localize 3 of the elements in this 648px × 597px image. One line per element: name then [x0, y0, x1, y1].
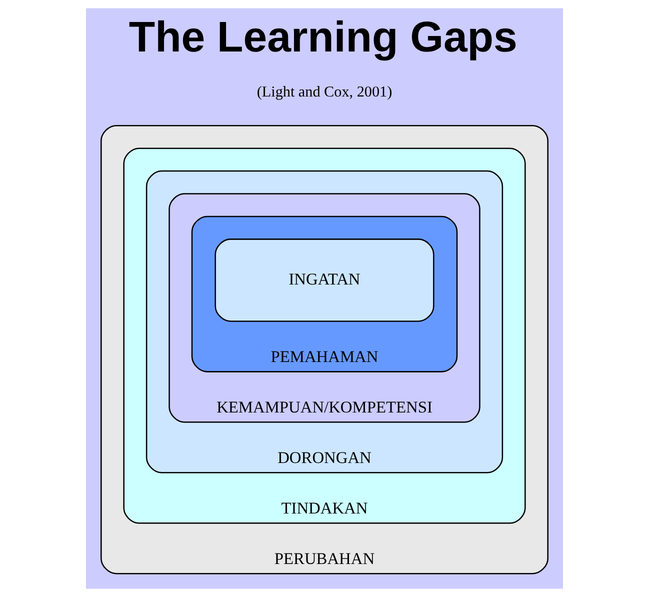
node-box: INGATAN [214, 238, 434, 322]
label: (Light and Cox, 2001) [256, 84, 392, 101]
diagram-title: The Learning Gaps [128, 13, 517, 62]
